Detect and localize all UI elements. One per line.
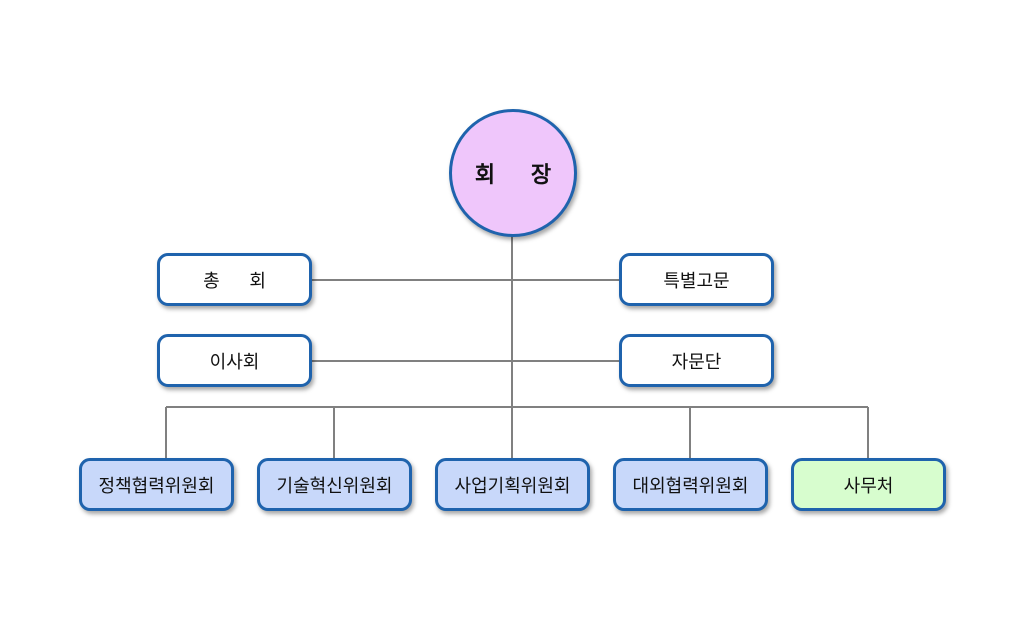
policy-cooperation-committee-node: 정책협력위원회 <box>79 458 234 511</box>
advisory-group-node: 자문단 <box>619 334 774 387</box>
external-cooperation-committee-node: 대외협력위원회 <box>613 458 768 511</box>
tech-innovation-committee-node: 기술혁신위원회 <box>257 458 412 511</box>
chairman-node: 회 장 <box>449 109 577 237</box>
secretariat-node: 사무처 <box>791 458 946 511</box>
special-advisor-node: 특별고문 <box>619 253 774 306</box>
board-node: 이사회 <box>157 334 312 387</box>
general-assembly-node: 총 회 <box>157 253 312 306</box>
business-planning-committee-node: 사업기획위원회 <box>435 458 590 511</box>
